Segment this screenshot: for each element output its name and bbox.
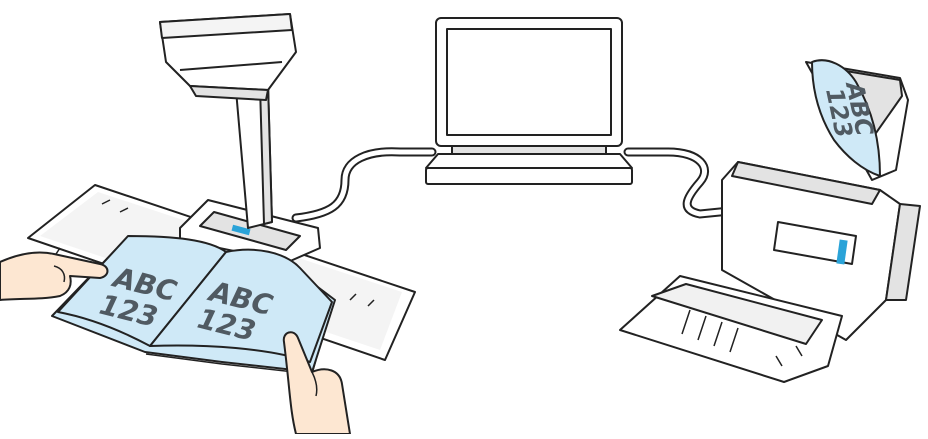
overhead-scanner: [159, 13, 321, 263]
overhead-scanner-indicator: [231, 224, 251, 236]
right-hand: [282, 331, 351, 435]
laptop-display: [446, 28, 612, 136]
feeder-sheet: [811, 59, 881, 177]
sheet-fed-scanner: ABC 123: [619, 59, 921, 383]
cable-right: [623, 147, 745, 219]
scanner-button: [836, 239, 848, 265]
cable-left: [291, 147, 437, 223]
left-hand: [0, 251, 109, 301]
laptop: [425, 17, 633, 185]
laptop-base: [425, 153, 633, 169]
